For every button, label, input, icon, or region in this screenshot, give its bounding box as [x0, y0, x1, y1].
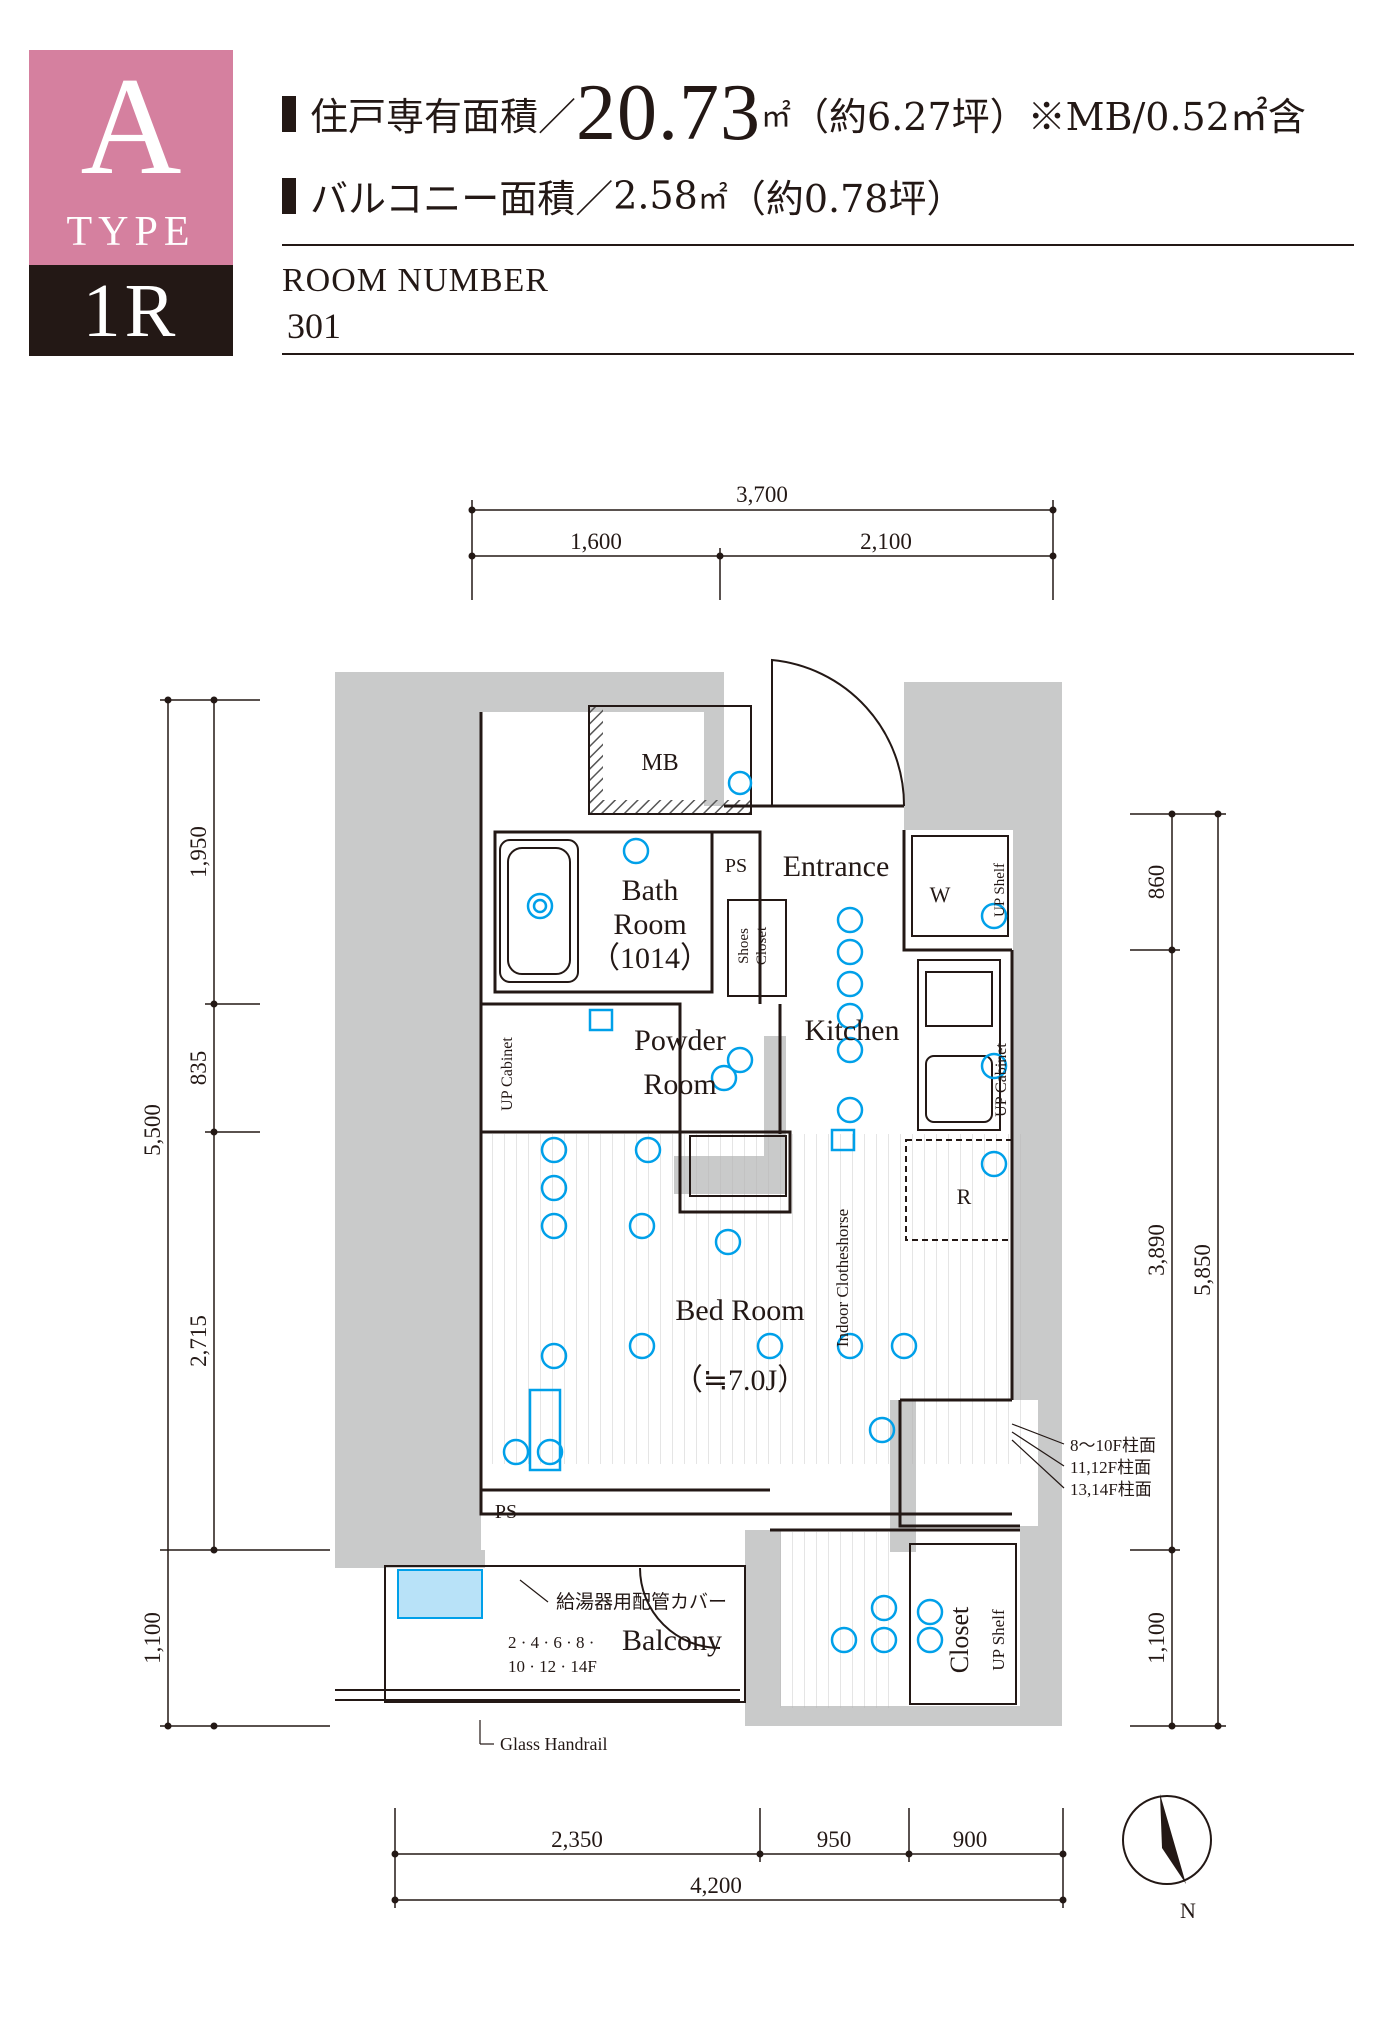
room-labels: MB PS Entrance Bath Room （1014） Powder R… [495, 750, 1010, 1673]
up-cabinet-left-label: UP Cabinet [499, 1037, 516, 1111]
interior-walls [479, 712, 1020, 1532]
shoes-label-2: Closet [754, 926, 770, 965]
kitchen-counter [917, 959, 1001, 1131]
notes: 8～10F柱面 11,12F柱面 13,14F柱面 給湯器用配管カバー 2 · … [500, 1436, 1156, 1754]
r-label: R [957, 1184, 972, 1209]
type-letter: A [80, 49, 182, 204]
dim-right-total: 5,850 [1190, 1244, 1215, 1296]
divider-top [282, 244, 1354, 246]
balcony-area-unit: ㎡ [697, 181, 728, 217]
dim-right-2: 3,890 [1144, 1224, 1169, 1276]
dim-bottom-3: 900 [953, 1827, 988, 1852]
layout-label: 1R [82, 269, 180, 353]
w-label: W [930, 882, 951, 907]
exclusive-area-value: 20.73 [576, 69, 762, 157]
room-number-label: ROOM NUMBER [282, 262, 549, 299]
equipment-symbols [502, 770, 1008, 1654]
exclusive-area-unit: ㎡ [761, 99, 792, 135]
entrance-label: Entrance [783, 850, 890, 883]
pillar-note-3: 13,14F柱面 [1070, 1480, 1152, 1499]
powder-label-1: Powder [634, 1024, 726, 1057]
dim-left-total: 5,500 [140, 1104, 165, 1156]
dimension-labels: 3,700 1,600 2,100 1,950 835 2,715 5,500 … [140, 482, 1215, 1898]
type-badge: A TYPE [29, 50, 233, 265]
dim-top-total: 3,700 [736, 482, 788, 507]
bed-room-floor [490, 1134, 1026, 1464]
dim-bottom-1: 2,350 [551, 1827, 603, 1852]
bed-room-label-1: Bed Room [675, 1294, 804, 1327]
exclusive-area-label: 住戸専有面積／ [310, 95, 577, 139]
dim-right-3: 1,100 [1144, 1612, 1169, 1664]
shoes-label-1: Shoes [736, 928, 752, 964]
up-cabinet-right-label: UP Cabinet [993, 1043, 1010, 1117]
closet-label: Closet [945, 1606, 974, 1673]
balcony-area-detail: （約0.78坪） [727, 177, 965, 221]
room-number-value: 301 [287, 306, 341, 346]
bath-label-1: Bath [622, 874, 679, 907]
floors-note-1: 2 · 4 · 6 · 8 · [508, 1633, 594, 1652]
balcony-label: Balcony [622, 1624, 722, 1657]
type-label: TYPE [66, 209, 196, 255]
dim-left-3: 2,715 [186, 1315, 211, 1367]
dim-left-1: 1,950 [186, 826, 211, 878]
bath-label-3: （1014） [590, 942, 710, 975]
exclusive-area-spec: 住戸専有面積／20.73㎡（約6.27坪）※MB/0.52㎡含 [282, 68, 1306, 157]
pipe-cover-note: 給湯器用配管カバー [556, 1591, 727, 1613]
powder-label-2: Room [643, 1068, 716, 1101]
north-arrow: N [1122, 1794, 1212, 1923]
dim-left-2: 835 [186, 1051, 211, 1086]
entry-door [771, 658, 906, 807]
ps-bottom-label: PS [495, 1501, 517, 1523]
floors-note-2: 10 · 12 · 14F [508, 1657, 597, 1676]
bullet-square-icon [282, 95, 296, 132]
bullet-square-icon [282, 177, 296, 214]
bed-room-label-2: （≒7.0J） [673, 1364, 807, 1397]
layout-badge: 1R [29, 265, 233, 356]
dim-bottom-2: 950 [817, 1827, 852, 1852]
dim-bottom-total: 4,200 [690, 1873, 742, 1898]
divider-bottom [282, 353, 1354, 355]
dimension-lines [160, 500, 1226, 1908]
balcony-area-value: 2.58 [613, 173, 698, 218]
glass-handrail-note: Glass Handrail [500, 1734, 607, 1754]
ps-top-label: PS [725, 855, 747, 877]
dim-right-1: 860 [1144, 865, 1169, 900]
balcony-area-spec: バルコニー面積／2.58㎡（約0.78坪） [282, 168, 965, 221]
mb-hatched-wall [588, 705, 752, 815]
w-up-shelf-label: UP Shelf [992, 863, 1008, 917]
note-leaders [479, 1423, 1065, 1745]
mb-label: MB [641, 750, 678, 776]
north-label: N [1180, 1898, 1196, 1923]
pillar-note-2: 11,12F柱面 [1070, 1458, 1151, 1477]
bathtub [499, 839, 579, 983]
balcony-area [335, 1565, 746, 1703]
closet-up-shelf-label: UP Shelf [989, 1609, 1008, 1671]
bath-label-2: Room [613, 908, 686, 941]
kitchen-label: Kitchen [805, 1014, 900, 1047]
exclusive-area-detail: （約6.27坪）※MB/0.52㎡含 [791, 95, 1306, 139]
dim-top-left: 1,600 [570, 529, 622, 554]
indoor-clotheshorse-label: Indoor Clotheshorse [833, 1209, 852, 1347]
balcony-area-label: バルコニー面積／ [310, 177, 614, 221]
dimension-dots [164, 506, 1222, 1904]
pillar-note-1: 8～10F柱面 [1070, 1436, 1156, 1455]
storage-boxes [689, 835, 1017, 1705]
dim-left-4: 1,100 [140, 1612, 165, 1664]
dim-top-right: 2,100 [860, 529, 912, 554]
